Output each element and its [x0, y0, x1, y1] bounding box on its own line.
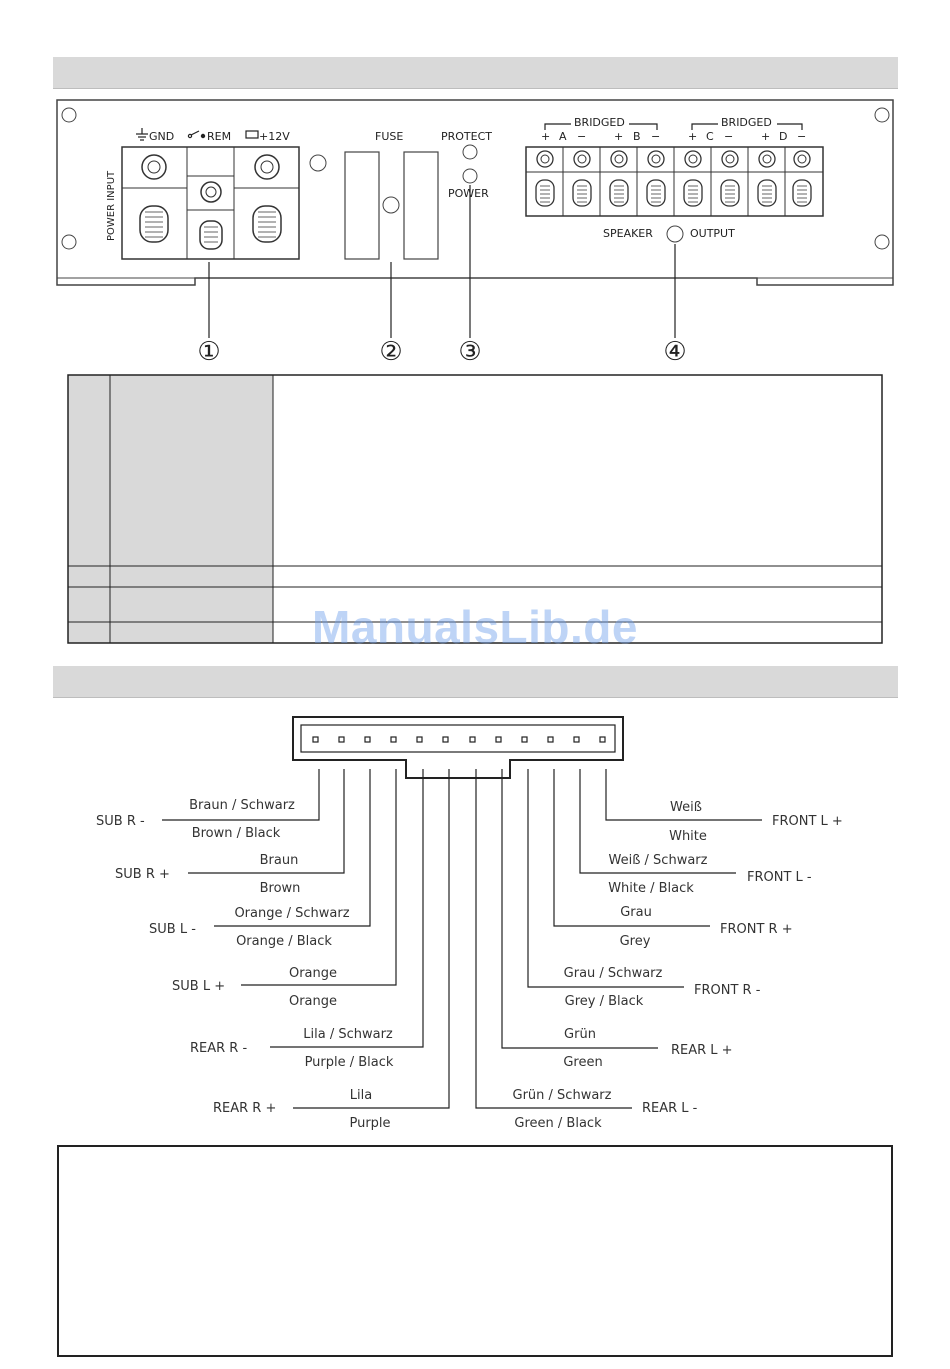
- power-input-label: POWER INPUT: [106, 170, 117, 241]
- wire-color-de: Lila / Schwarz: [303, 1027, 393, 1042]
- mounting-hole: [874, 234, 890, 250]
- wire-signal-label: SUB R -: [96, 814, 145, 829]
- protect-led: [462, 144, 478, 160]
- channel-sign: −: [797, 130, 806, 143]
- section-header-bar-top: [53, 57, 898, 89]
- v12-label: +12V: [259, 130, 290, 143]
- wire-color-de: Lila: [350, 1088, 372, 1103]
- channel-sign: +: [761, 130, 770, 143]
- wire-signal-label: REAR L +: [671, 1043, 733, 1058]
- channel-sign: +: [541, 130, 550, 143]
- fuse-holder: [344, 151, 439, 260]
- mounting-hole: [874, 107, 890, 123]
- channel-sign: −: [724, 130, 733, 143]
- wire-color-en: Orange: [289, 994, 337, 1009]
- fuse-label: FUSE: [375, 130, 403, 143]
- output-label: OUTPUT: [690, 227, 735, 240]
- wire-color-de: Grün / Schwarz: [513, 1088, 612, 1103]
- wire-signal-label: SUB L -: [149, 922, 196, 937]
- wire-signal-label: REAR R +: [213, 1101, 276, 1116]
- switch-icon: [187, 130, 206, 139]
- gnd-label: GND: [149, 130, 174, 143]
- wire-signal-label: REAR R -: [190, 1041, 247, 1056]
- wire-color-en: Purple / Black: [305, 1055, 394, 1070]
- speaker-output-terminal: [525, 146, 824, 217]
- wire-color-en: Brown: [260, 881, 301, 896]
- wire-color-de: Grün: [564, 1027, 596, 1042]
- wire-color-en: Brown / Black: [192, 826, 281, 841]
- callout-number: ③: [458, 337, 481, 367]
- wire-color-en: Purple: [349, 1116, 390, 1131]
- wire-color-de: Orange / Schwarz: [234, 906, 349, 921]
- speaker-label: SPEAKER: [603, 227, 653, 240]
- wire-signal-label: REAR L -: [642, 1101, 698, 1116]
- amplifier-panel-diagram: GND REM +12V POWER INPUT FUSE PROTECT PO…: [56, 99, 894, 367]
- wire-color-de: Weiß: [670, 800, 702, 815]
- note-box: [57, 1145, 893, 1357]
- protect-label: PROTECT: [441, 130, 492, 143]
- wire-color-en: Green: [563, 1055, 602, 1070]
- section-header-bar-middle: [53, 666, 898, 698]
- description-table: [67, 374, 883, 644]
- channel-sign: B: [633, 130, 641, 143]
- wire-color-de: Grau / Schwarz: [564, 966, 663, 981]
- channel-sign: −: [651, 130, 660, 143]
- channel-sign: +: [688, 130, 697, 143]
- wire-color-en: Grey / Black: [565, 994, 644, 1009]
- wire-color-de: Grau: [620, 905, 652, 920]
- channel-sign: D: [779, 130, 787, 143]
- wire-signal-label: FRONT R -: [694, 983, 761, 998]
- wire-signal-label: FRONT R +: [720, 922, 793, 937]
- wire-color-en: Grey: [620, 934, 651, 949]
- wire-color-de: Weiß / Schwarz: [609, 853, 708, 868]
- wire-color-en: White: [669, 829, 707, 844]
- wire-signal-label: SUB R +: [115, 867, 170, 882]
- channel-sign: C: [706, 130, 714, 143]
- callout-number: ②: [379, 337, 402, 367]
- wire-color-en: White / Black: [608, 881, 694, 896]
- wire-signal-label: FRONT L +: [772, 814, 843, 829]
- ground-icon: [136, 128, 148, 141]
- wire-signal-label: SUB L +: [172, 979, 225, 994]
- wire-color-de: Orange: [289, 966, 337, 981]
- callout-number: ④: [663, 337, 686, 367]
- battery-icon: [245, 130, 259, 139]
- wiring-diagram: SUB R - Braun / Schwarz Brown / Black SU…: [96, 716, 843, 1131]
- power-input-terminal: [121, 146, 300, 260]
- channel-sign: A: [559, 130, 567, 143]
- wire-color-en: Orange / Black: [236, 934, 332, 949]
- power-label: POWER: [448, 187, 489, 200]
- wire-signal-label: FRONT L -: [747, 870, 812, 885]
- wire-color-en: Green / Black: [514, 1116, 602, 1131]
- channel-sign: −: [577, 130, 586, 143]
- mounting-hole: [61, 107, 77, 123]
- rem-label: REM: [207, 130, 231, 143]
- channel-sign: +: [614, 130, 623, 143]
- wire-color-de: Braun: [260, 853, 299, 868]
- wire-color-de: Braun / Schwarz: [189, 798, 295, 813]
- callout-number: ①: [197, 337, 220, 367]
- mounting-hole: [61, 234, 77, 250]
- bridged-label-cd: BRIDGED: [721, 116, 772, 129]
- power-led: [462, 168, 478, 184]
- bridged-label-ab: BRIDGED: [574, 116, 625, 129]
